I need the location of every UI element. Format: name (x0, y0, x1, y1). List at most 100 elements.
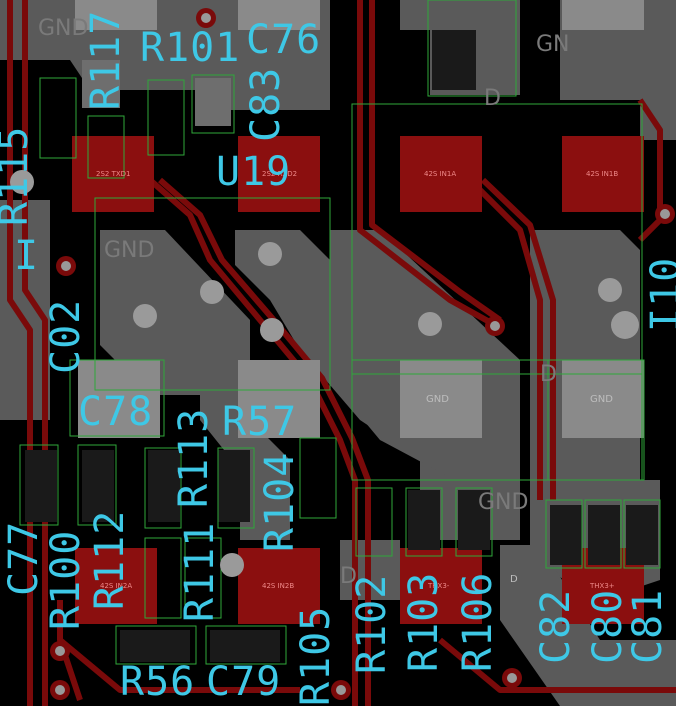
pad-small-11 (458, 490, 490, 550)
pad-42-in2a (75, 548, 157, 624)
pad-u19-1 (72, 136, 154, 212)
designator-c83: C83 (243, 66, 289, 142)
pad-small-13 (588, 505, 620, 565)
via-gray-8 (418, 312, 442, 336)
pad-label-42-in1b: 42S IN1B (586, 170, 619, 178)
via-4 (61, 261, 71, 271)
pad-small-9 (210, 630, 280, 662)
designator-r117: R117 (83, 9, 129, 110)
designator-c02: C02 (43, 298, 89, 374)
vias (10, 8, 675, 700)
designator-r112: R112 (87, 509, 133, 610)
trace-10 (57, 600, 300, 693)
outline-r112 (144, 537, 182, 619)
designator-r101: R101 (140, 25, 241, 71)
trace-3 (357, 0, 497, 328)
pad-top-gray-1 (238, 0, 320, 30)
pad-u19-2 (238, 136, 320, 212)
pads (25, 0, 658, 662)
via-14 (336, 685, 346, 695)
designator-r57: R57 (222, 399, 298, 445)
outline-r103 (405, 487, 443, 557)
pad-label-42-in2b: 42S IN2B (262, 582, 295, 590)
outline-r104 (299, 437, 337, 519)
pad-top-gray-2 (562, 0, 644, 30)
net-label-gnd-lower-right: GND (478, 490, 529, 515)
via-gray-6 (220, 553, 244, 577)
pad-small-2 (195, 78, 231, 126)
pad-small-14 (626, 505, 658, 565)
designator-u19: U19 (216, 149, 292, 195)
pad-label-42-in1a: 42S IN1A (424, 170, 457, 178)
trace-2 (158, 177, 371, 706)
pad-label-u19-1: 2S2 TXD1 (96, 170, 131, 178)
net-label-gnd-pad-center: GND (426, 394, 449, 405)
designator-r113: R113 (171, 407, 217, 508)
designator-r105: R105 (293, 605, 339, 706)
trace-9 (637, 98, 663, 243)
designator-c79: C79 (206, 659, 282, 705)
pad-small-12 (550, 505, 582, 565)
pad-small-6 (148, 450, 180, 522)
designator-c80: C80 (585, 588, 631, 664)
pad-small-4 (25, 450, 57, 522)
outline-r117 (39, 77, 77, 159)
designator-r102: R102 (349, 573, 395, 674)
pad-label-thx3-hi: THX3+ (590, 582, 615, 590)
pad-label-42-in2a: 42S IN2A (100, 582, 133, 590)
designator-r115: R115 (0, 125, 37, 226)
designator-r106: R106 (455, 571, 501, 672)
outline-c80 (584, 499, 622, 569)
net-label-gnd-pad-right: GND (590, 394, 613, 405)
designator-c81: C81 (625, 588, 671, 664)
via-12 (507, 673, 517, 683)
pad-small-10 (408, 490, 440, 550)
net-label-gnd-upper-right: GN (536, 32, 570, 57)
designator-i: I (14, 233, 40, 279)
designator-c78: C78 (78, 389, 154, 435)
via-10 (55, 685, 65, 695)
outline-top-right (427, 0, 517, 97)
designator-c82: C82 (533, 588, 579, 664)
outline-r115 (87, 115, 125, 179)
trace-5 (467, 177, 543, 500)
designator-r111: R111 (177, 521, 223, 622)
outline-c78 (69, 359, 165, 437)
pad-gnd-c78 (78, 360, 160, 438)
pad-42-in1b (562, 136, 644, 212)
outline-u19 (94, 197, 331, 391)
net-label-gnd-top: GND (38, 16, 89, 41)
pad-gnd-r57 (238, 360, 320, 438)
designator-r56: R56 (120, 659, 196, 705)
pad-small-5 (82, 450, 114, 522)
via-2 (201, 13, 211, 23)
pad-small-1 (82, 60, 120, 108)
pad-thx3-lo (400, 548, 482, 624)
designator-r100: R100 (43, 529, 89, 630)
via-6 (490, 321, 500, 331)
designator-c76: C76 (246, 17, 322, 63)
component-outlines (19, 0, 661, 665)
via-gray-2 (133, 304, 157, 328)
via-gray-9 (598, 278, 622, 302)
outline-power-ic (351, 103, 643, 375)
outline-c77 (19, 444, 59, 526)
net-label-d-top: D (484, 86, 501, 111)
pad-gnd-right (562, 360, 644, 438)
outline-c82 (545, 499, 583, 569)
via-gray-7 (10, 170, 34, 194)
net-label-d-right: D (510, 574, 518, 585)
pad-42-in2b (238, 548, 320, 624)
pour-lower-right (500, 545, 676, 706)
net-label-d-mid: D (540, 362, 557, 387)
trace-12 (438, 637, 676, 693)
outline-c81 (623, 499, 661, 569)
outline-r101 (147, 79, 185, 156)
outline-lower-center (351, 359, 643, 481)
via-gray-4 (258, 242, 282, 266)
outline-r113 (144, 447, 182, 529)
pad-label-thx3-lo: THX3- (428, 582, 450, 590)
pad-small-8 (120, 630, 190, 662)
outline-r57 (217, 447, 255, 529)
